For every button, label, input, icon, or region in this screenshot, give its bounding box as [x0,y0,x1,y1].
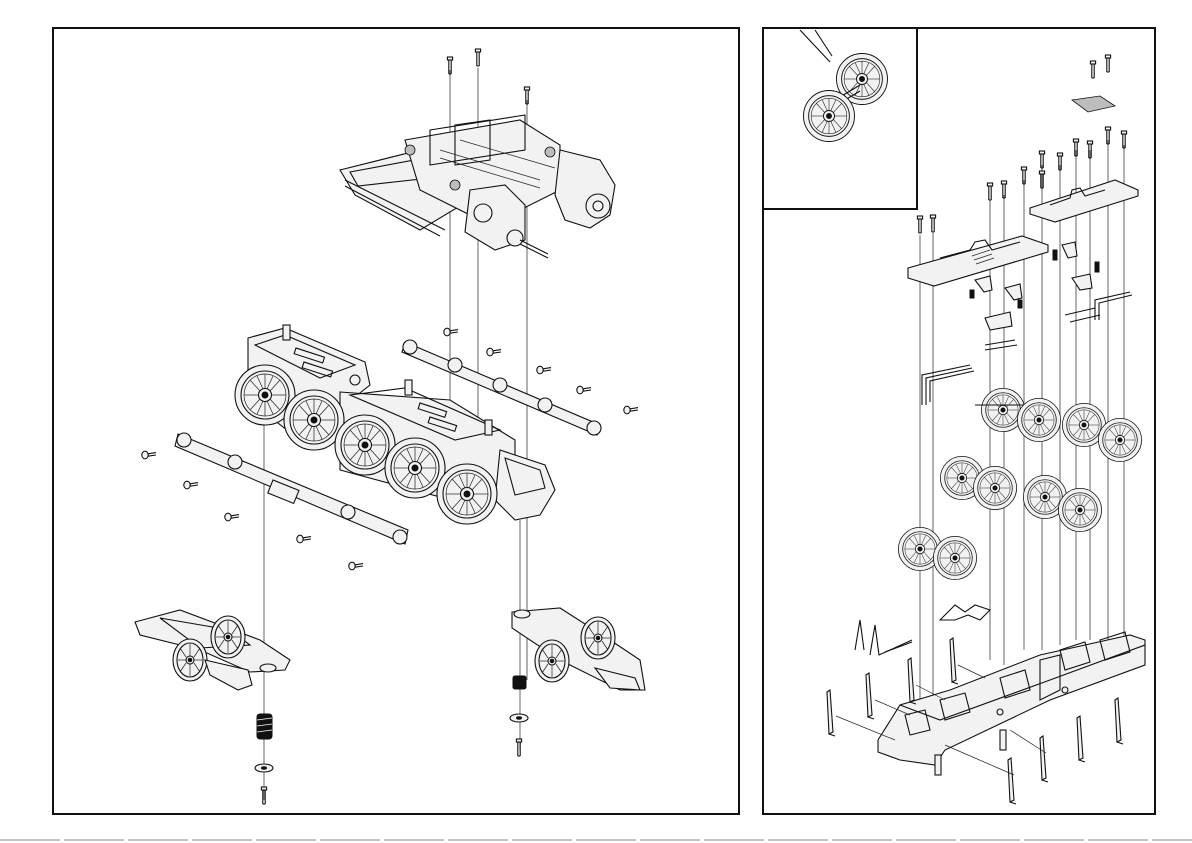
tender-cover-plate [1072,96,1115,112]
tender-underframe [878,632,1145,775]
rear-bogie [512,608,645,690]
motor-gearbox-assembly [340,115,615,258]
bearing-plate-rear [1030,180,1138,222]
rear-bogie-spring [510,676,528,756]
top-screws [447,49,529,104]
left-exploded-view [135,49,645,804]
bearing-plate-front [908,236,1048,286]
front-bogie [135,610,290,690]
pickup-wires [922,292,1132,405]
tender-frame-springs [855,605,990,655]
tender-wheelsets [898,388,1141,579]
